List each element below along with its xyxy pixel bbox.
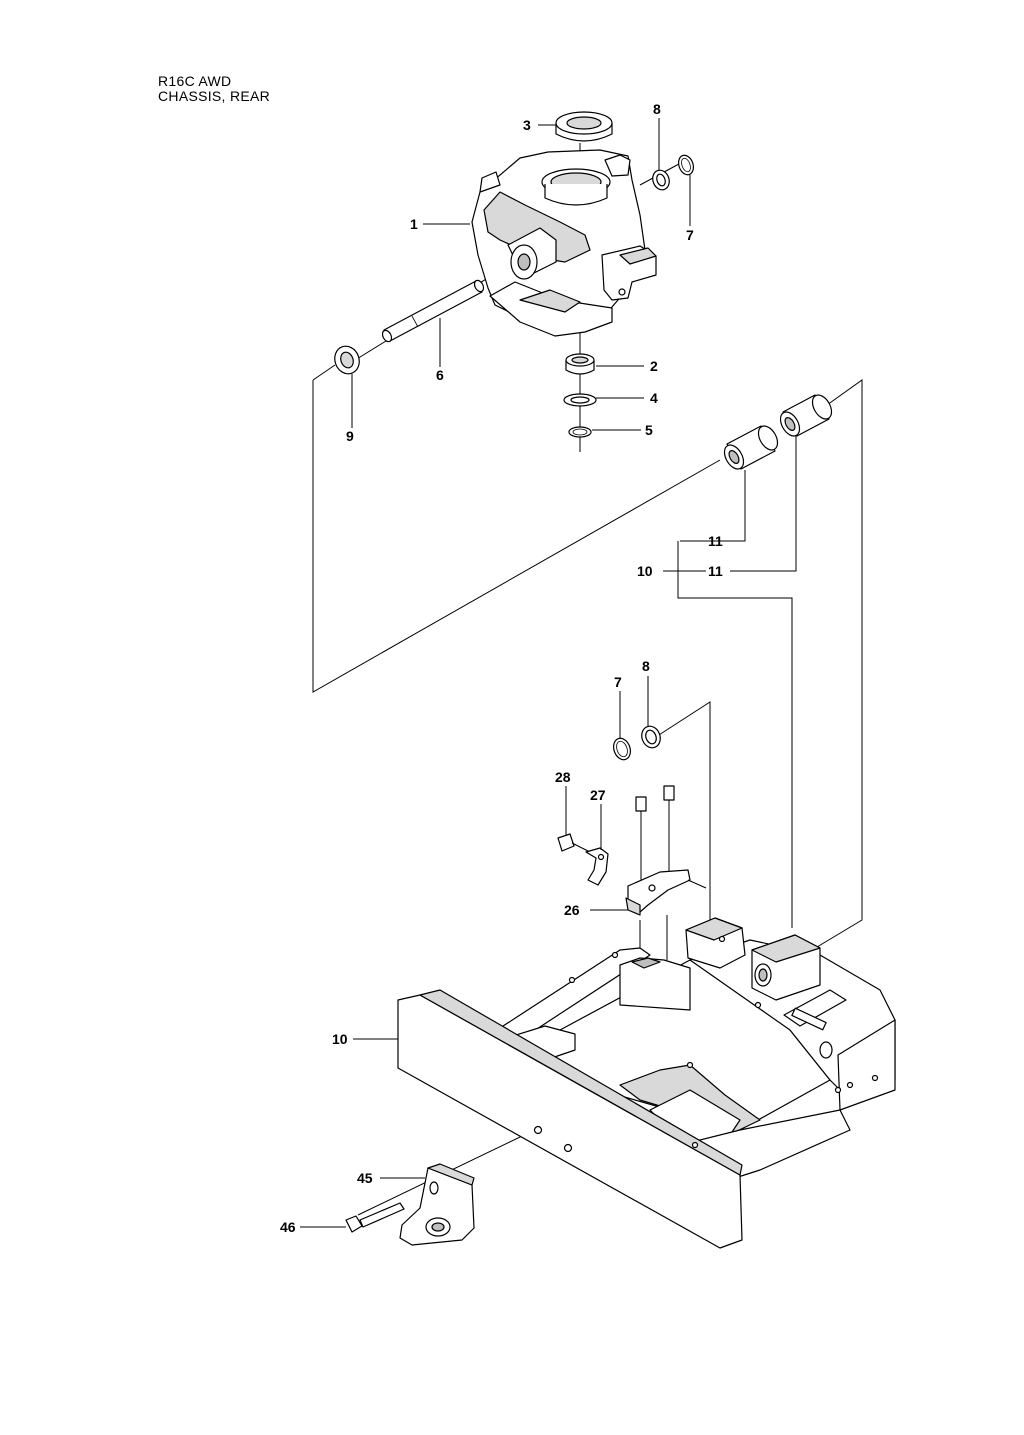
callout-10-top: 10: [637, 563, 653, 579]
seal-part-3: [555, 111, 613, 142]
chassis-frame-part-10: [397, 917, 896, 1249]
callout-leaders: [300, 118, 797, 1228]
model-label: R16C AWD: [158, 73, 232, 89]
callout-11-a: 11: [708, 533, 723, 549]
callout-5: 5: [645, 422, 653, 438]
sleeve-part-11-a: [723, 425, 779, 470]
tow-bracket-part-45: [399, 1163, 475, 1246]
callout-45: 45: [357, 1170, 373, 1186]
circlip-part-7-mid: [612, 737, 632, 761]
pivot-pin-part-6: [381, 279, 485, 343]
bracket-part-26: [625, 869, 707, 916]
washer-part-8-mid: [641, 725, 661, 749]
bearing-part-2: [565, 353, 595, 375]
callout-6: 6: [436, 367, 444, 383]
callout-11-b: 11: [708, 563, 723, 579]
screws-vertical: [635, 785, 675, 880]
callout-3: 3: [523, 117, 531, 133]
callout-2: 2: [650, 358, 658, 374]
callout-10-bottom: 10: [332, 1031, 348, 1047]
callout-labels: 3 8 1 7 2 6 4 5 9 11 10 11 8 7 28 27 26 …: [280, 101, 723, 1235]
bolt-part-46: [345, 1202, 405, 1233]
callout-26: 26: [564, 902, 580, 918]
callout-8-mid: 8: [642, 658, 650, 674]
bushing-part-9: [334, 345, 360, 375]
callout-4: 4: [650, 390, 658, 406]
clip-part-27: [585, 847, 609, 886]
callout-7-mid: 7: [614, 674, 622, 690]
callout-9: 9: [346, 428, 354, 444]
callout-46: 46: [280, 1219, 296, 1235]
sleeve-part-11-b: [779, 394, 833, 437]
circlip-part-7-top: [677, 154, 695, 176]
diagram-title: R16C AWD CHASSIS, REAR: [158, 74, 270, 104]
callout-8-top: 8: [653, 101, 661, 117]
callout-1: 1: [410, 216, 418, 232]
circlip-part-5: [568, 426, 592, 438]
washer-part-4: [563, 393, 597, 407]
callout-27: 27: [590, 787, 606, 803]
callout-7-top: 7: [686, 227, 694, 243]
axle-housing-part: [471, 149, 657, 337]
callout-28: 28: [555, 769, 571, 785]
section-label: CHASSIS, REAR: [158, 88, 271, 104]
washer-part-8-top: [652, 169, 670, 191]
